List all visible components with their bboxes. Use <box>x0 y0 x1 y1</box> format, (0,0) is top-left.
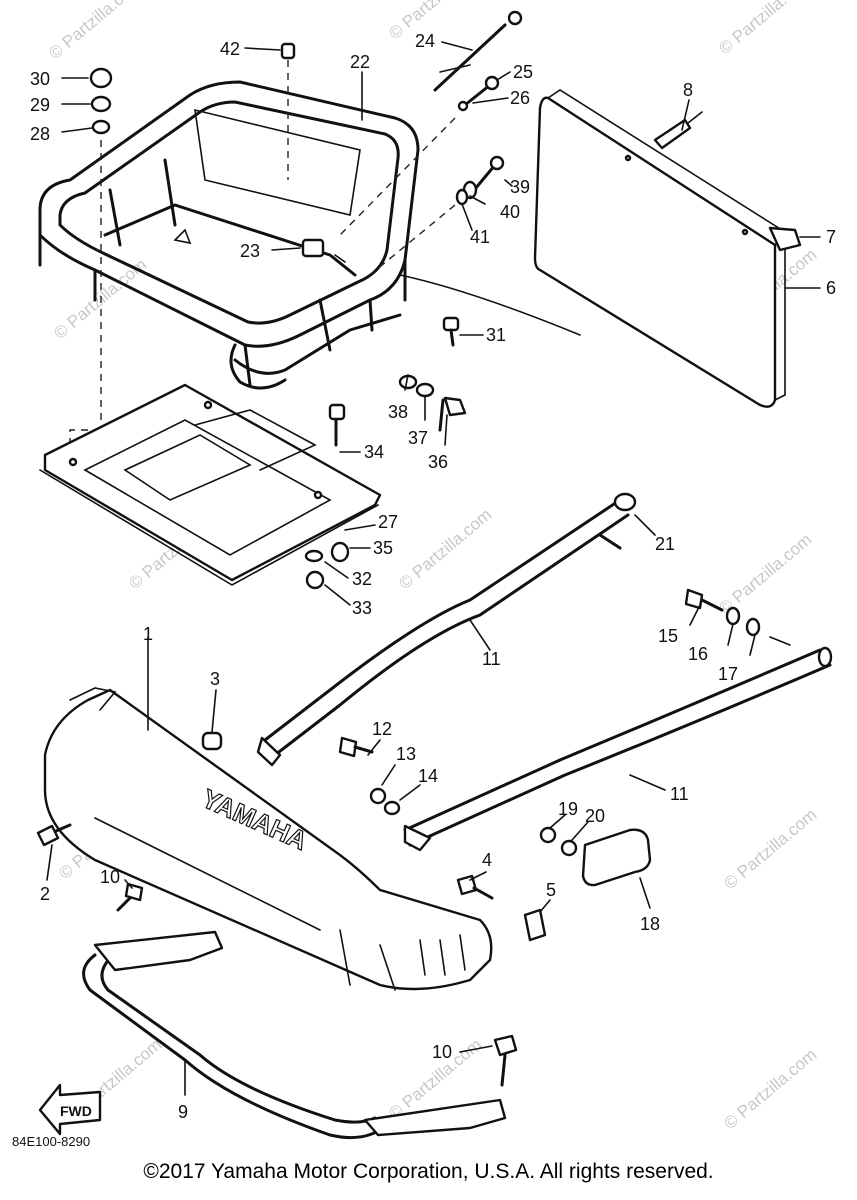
fastener-group-32-35 <box>304 541 350 590</box>
screw-10-lower <box>493 1034 518 1087</box>
bolt-4 <box>456 874 494 900</box>
copyright-notice: ©2017 Yamaha Motor Corporation, U.S.A. A… <box>143 1160 714 1183</box>
callout-8: 8 <box>683 80 693 100</box>
license-light-8 <box>653 111 703 150</box>
callout-31: 31 <box>486 325 506 345</box>
screw-10-upper <box>116 882 144 912</box>
callout-3: 3 <box>210 669 220 689</box>
support-bar-21 <box>256 492 637 767</box>
lower-bar-9 <box>82 930 507 1140</box>
clamp-23 <box>301 238 325 258</box>
side-rail-11 <box>403 646 833 852</box>
callout-11-lower: 11 <box>670 784 689 804</box>
callout-15: 15 <box>658 626 678 646</box>
cap-42 <box>280 42 296 180</box>
callout-41: 41 <box>470 227 490 247</box>
watermark: © Partzilla.com <box>385 0 485 43</box>
watermark: © Partzilla.com <box>720 1045 820 1133</box>
bumper-1: YAMAHA <box>43 687 493 991</box>
clip-5 <box>523 908 547 942</box>
parts-28-30 <box>69 67 113 450</box>
callout-27: 27 <box>378 512 398 532</box>
fwd-label: FWD <box>60 1103 92 1119</box>
callout-35: 35 <box>373 538 393 558</box>
callout-6: 6 <box>826 278 836 298</box>
callout-37: 37 <box>408 428 428 448</box>
watermark: © Partzilla.com <box>715 0 815 58</box>
license-plate-6 <box>533 89 802 408</box>
callout-32: 32 <box>352 569 372 589</box>
callout-24: 24 <box>415 31 435 51</box>
callout-10-upper: 10 <box>100 867 120 887</box>
callout-14: 14 <box>418 766 438 786</box>
callout-10-lower: 10 <box>432 1042 452 1062</box>
diagram-code: 84E100-8290 <box>12 1134 90 1149</box>
callout-33: 33 <box>352 598 372 618</box>
callout-34: 34 <box>364 442 384 462</box>
callout-18: 18 <box>640 914 660 934</box>
callout-29: 29 <box>30 95 50 115</box>
bolt-group-36-38 <box>398 374 467 432</box>
watermark: © Partzilla.com <box>715 530 815 618</box>
floor-tray-27 <box>39 383 382 586</box>
callout-36: 36 <box>428 452 448 472</box>
callout-9: 9 <box>178 1102 188 1122</box>
callout-19: 19 <box>558 799 578 819</box>
callout-labels: 30 29 28 42 22 24 25 26 8 39 40 41 23 7 … <box>30 31 836 1122</box>
bolt-31 <box>442 316 460 347</box>
callout-2: 2 <box>40 884 50 904</box>
callout-20: 20 <box>585 806 605 826</box>
callout-22: 22 <box>350 52 370 72</box>
leader-lines <box>46 41 821 1096</box>
callout-25: 25 <box>513 62 533 82</box>
callout-13: 13 <box>396 744 416 764</box>
callout-11-upper: 11 <box>482 649 501 669</box>
callout-38: 38 <box>388 402 408 422</box>
bolt-group-15-17 <box>684 588 791 646</box>
callout-7: 7 <box>826 227 836 247</box>
grommet-3 <box>201 731 223 751</box>
bolt-group-24-26 <box>339 10 523 236</box>
callout-40: 40 <box>500 202 520 222</box>
reflector-group-18-20 <box>539 826 652 887</box>
fwd-arrow: FWD <box>38 1083 102 1136</box>
callout-4: 4 <box>482 850 492 870</box>
callout-12: 12 <box>372 719 392 739</box>
callout-23: 23 <box>240 241 260 261</box>
callout-1: 1 <box>143 624 153 644</box>
watermark: © Partzilla.com <box>395 505 495 593</box>
callout-16: 16 <box>688 644 708 664</box>
callout-21: 21 <box>655 534 675 554</box>
callout-5: 5 <box>546 880 556 900</box>
bolt-34 <box>328 403 346 447</box>
bolt-2 <box>36 823 72 847</box>
callout-30: 30 <box>30 69 50 89</box>
watermark: © Partzilla.com <box>45 0 145 63</box>
rear-carrier-rack <box>38 80 581 390</box>
bolt-group-12-14 <box>338 736 401 816</box>
callout-17: 17 <box>718 664 738 684</box>
callout-42: 42 <box>220 39 240 59</box>
callout-39: 39 <box>510 177 530 197</box>
watermark: © Partzilla.com <box>720 805 820 893</box>
callout-26: 26 <box>510 88 530 108</box>
callout-28: 28 <box>30 124 50 144</box>
